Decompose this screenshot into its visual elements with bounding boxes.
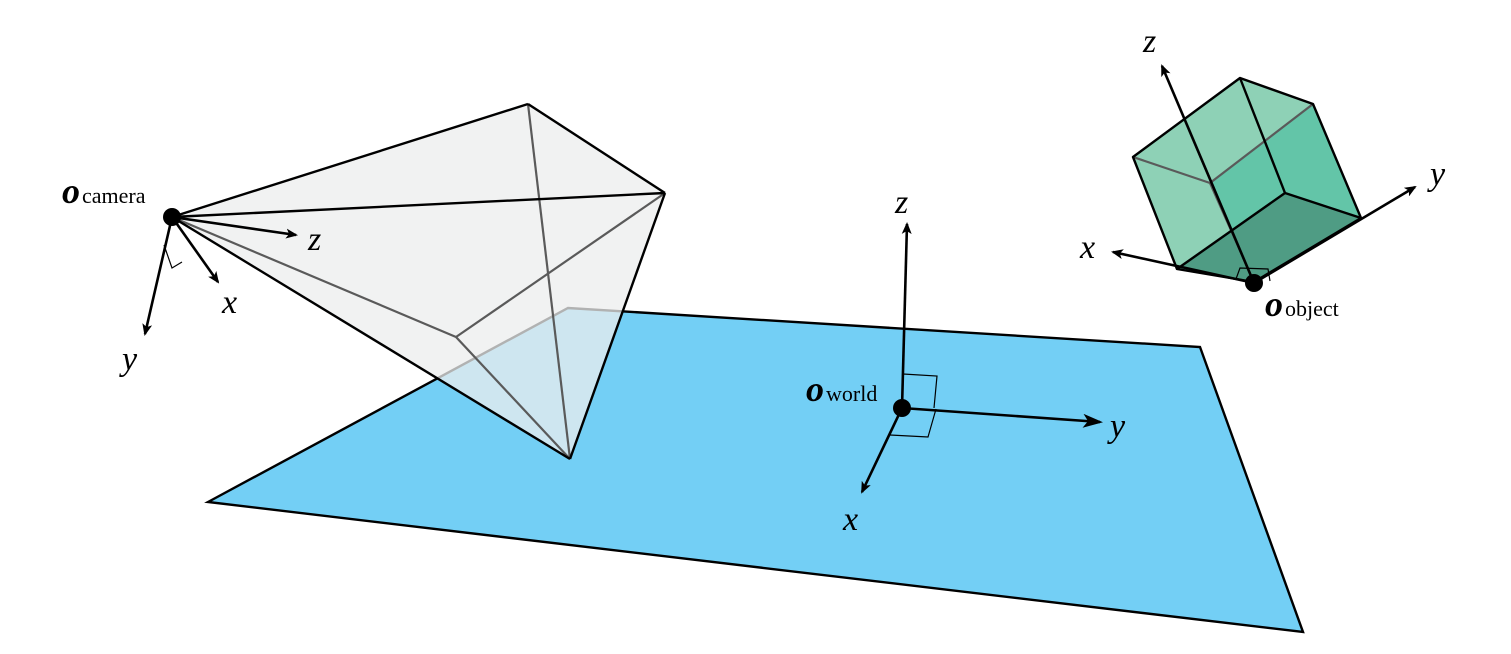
frustum-edge bbox=[527, 102, 666, 195]
world-origin-subscript: world bbox=[826, 381, 877, 406]
frustum-inner-edge bbox=[455, 192, 666, 338]
camera-x-label: x bbox=[221, 284, 237, 321]
world-z-label: z bbox=[894, 184, 908, 221]
ground-plane bbox=[204, 306, 1305, 634]
object-origin-dot bbox=[1245, 274, 1263, 292]
world-origin-symbol: o bbox=[806, 369, 824, 409]
frustum-edge bbox=[568, 192, 667, 460]
object-cube bbox=[1131, 76, 1363, 284]
world-x-axis bbox=[860, 407, 904, 494]
camera-origin-symbol: o bbox=[62, 171, 80, 211]
object-z-axis bbox=[1160, 64, 1256, 284]
world-y-axis bbox=[901, 406, 1103, 428]
object-origin-label: oobject bbox=[1265, 284, 1339, 324]
object-frame: z x y oobject bbox=[1079, 23, 1446, 324]
object-y-axis bbox=[1253, 185, 1417, 285]
world-z-axis bbox=[900, 222, 912, 409]
frustum-edge bbox=[171, 191, 666, 219]
frustum-inner-edge bbox=[171, 215, 457, 339]
camera-y-axis bbox=[142, 216, 174, 336]
world-origin-label: oworld bbox=[806, 369, 877, 409]
world-right-angle-mark-upper bbox=[902, 373, 938, 409]
world-frame: z y x oworld bbox=[806, 184, 1126, 538]
object-z-label: z bbox=[1142, 23, 1156, 60]
world-x-label: x bbox=[842, 501, 858, 538]
frustum-inner-edge bbox=[455, 336, 571, 460]
object-x-axis bbox=[1111, 249, 1255, 285]
frustum-body bbox=[172, 104, 665, 459]
object-x-label: x bbox=[1079, 229, 1095, 266]
camera-z-axis bbox=[171, 215, 298, 239]
camera-y-label: y bbox=[119, 341, 138, 378]
cube-edge bbox=[1284, 191, 1362, 220]
object-y-label: y bbox=[1427, 156, 1446, 193]
camera-x-axis bbox=[170, 216, 220, 284]
camera-origin-subscript: camera bbox=[82, 183, 146, 208]
frustum-edge bbox=[171, 215, 571, 461]
camera-frame: z x y ocamera bbox=[62, 171, 321, 378]
world-origin-dot bbox=[893, 399, 911, 417]
camera-origin-dot bbox=[163, 208, 181, 226]
camera-frustum bbox=[171, 102, 667, 461]
frustum-edge bbox=[171, 102, 529, 219]
camera-origin-label: ocamera bbox=[62, 171, 146, 211]
object-origin-subscript: object bbox=[1285, 296, 1339, 321]
cube-edge bbox=[1238, 77, 1287, 194]
cube-hidden-edge bbox=[1132, 155, 1211, 185]
camera-right-angle-mark bbox=[163, 244, 183, 269]
cube-face-top bbox=[1133, 78, 1313, 183]
world-y-label: y bbox=[1107, 408, 1126, 445]
cube-face-bottom bbox=[1177, 193, 1361, 282]
camera-z-label: z bbox=[307, 221, 321, 258]
world-right-angle-mark-lower bbox=[889, 408, 937, 438]
object-origin-symbol: o bbox=[1265, 284, 1283, 324]
frustum-inner-edge bbox=[526, 103, 572, 460]
cube-hidden-edge bbox=[1209, 103, 1314, 184]
